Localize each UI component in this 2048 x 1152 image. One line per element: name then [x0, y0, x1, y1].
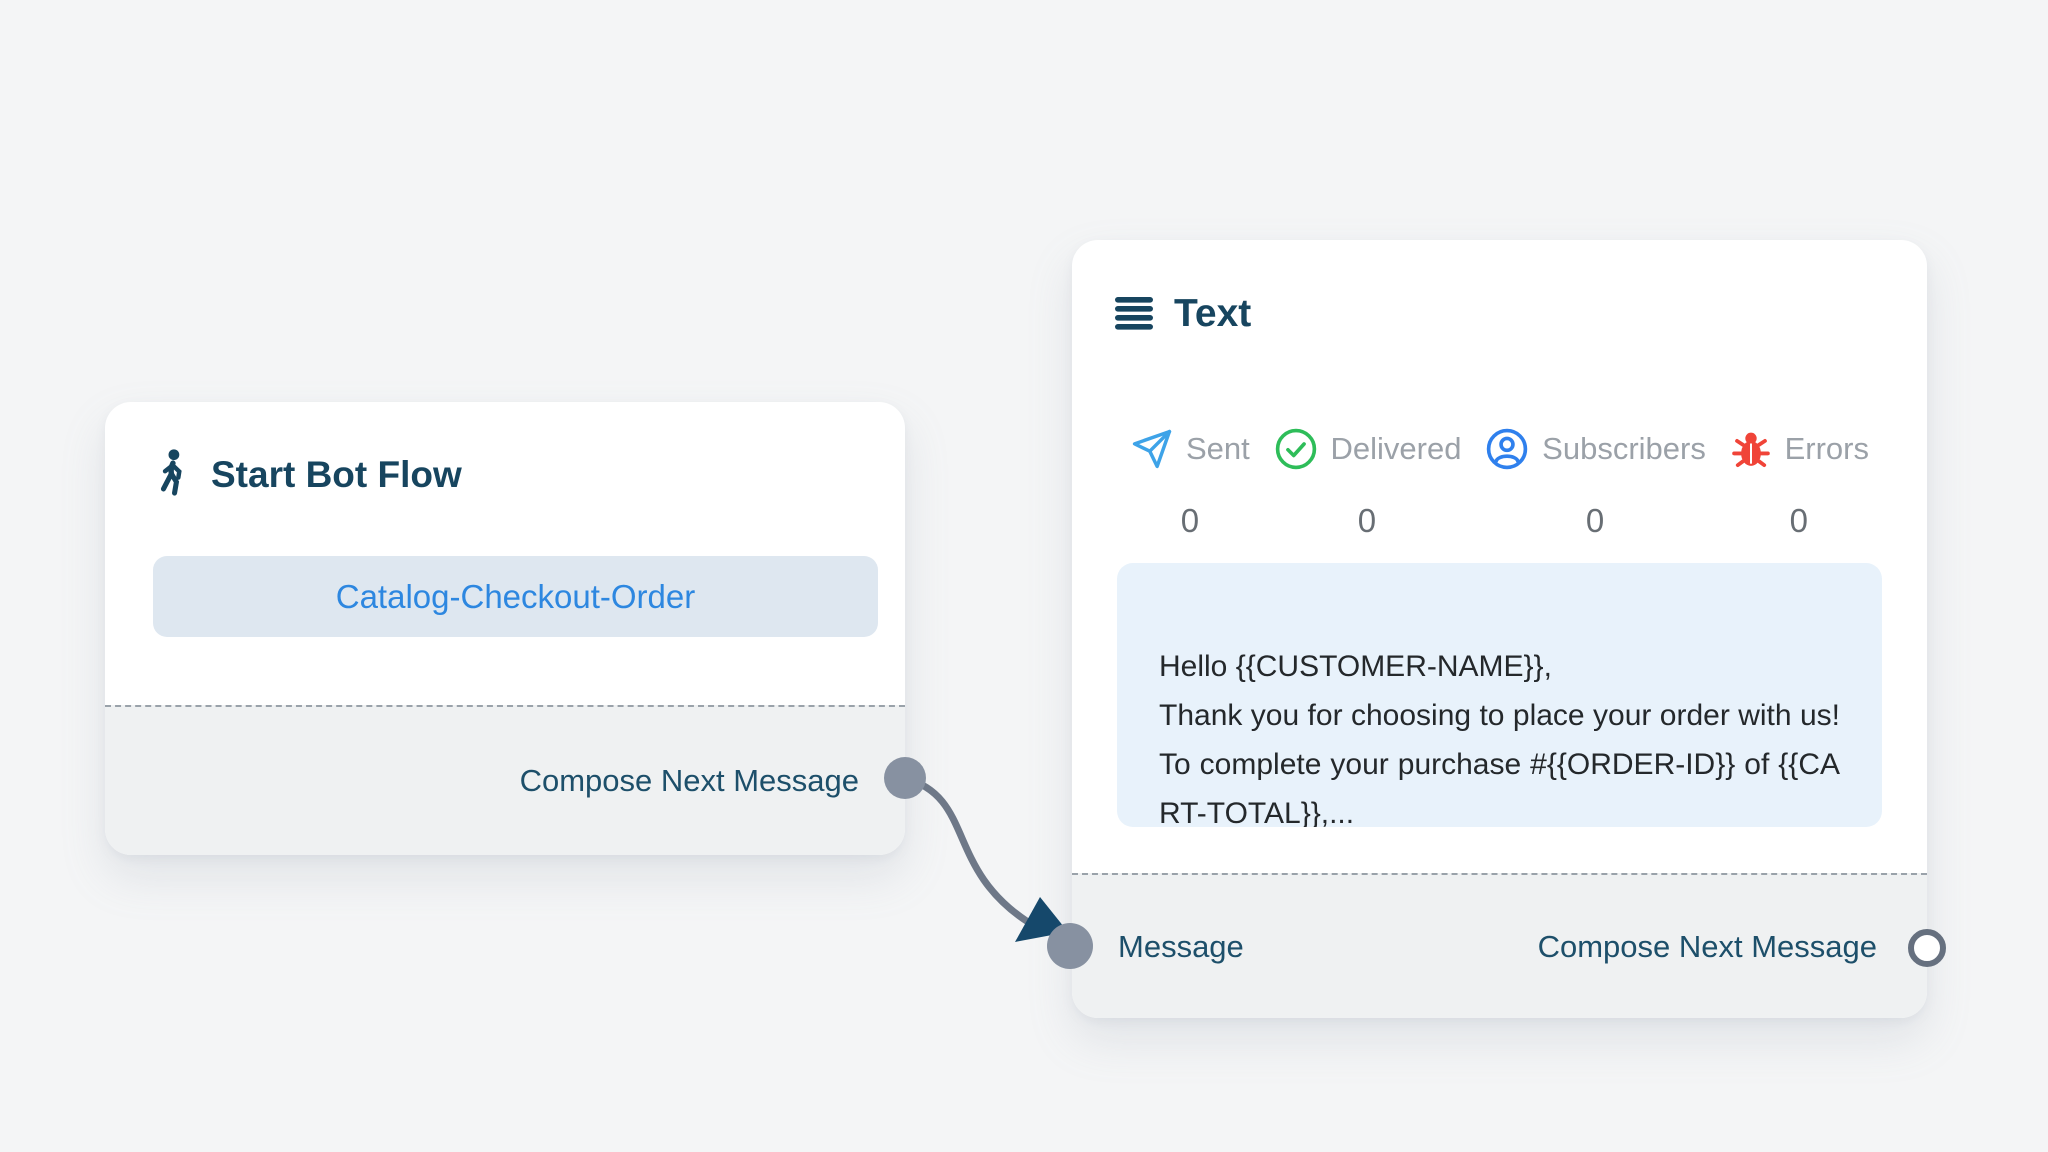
- text-node-header[interactable]: Text: [1114, 292, 1251, 336]
- stat-delivered: Delivered 0: [1273, 418, 1462, 540]
- stat-value-subscribers: 0: [1585, 502, 1605, 539]
- text-message-node[interactable]: Text Sent 0: [1072, 240, 1927, 1018]
- message-preview-bubble[interactable]: Hello {{CUSTOMER-NAME}}, Thank you for c…: [1117, 563, 1882, 827]
- start-node-output-port[interactable]: [884, 757, 926, 799]
- send-icon: [1130, 427, 1174, 471]
- stat-label-sent: Sent: [1186, 431, 1250, 466]
- start-bot-flow-node[interactable]: Start Bot Flow Catalog-Checkout-Order Co…: [105, 402, 905, 855]
- compose-next-message-label: Compose Next Message: [1537, 928, 1877, 964]
- stat-label-delivered: Delivered: [1330, 431, 1462, 466]
- stat-label-subscribers: Subscribers: [1542, 431, 1706, 466]
- stats-row: Sent 0 Delivered 0: [1130, 418, 1869, 540]
- start-node-header: Start Bot Flow: [153, 448, 462, 502]
- stat-value-delivered: 0: [1357, 502, 1377, 539]
- start-node-footer: Compose Next Message: [105, 705, 905, 855]
- compose-next-message-label: Compose Next Message: [519, 763, 859, 798]
- check-circle-icon: [1273, 426, 1319, 472]
- stat-subscribers: Subscribers 0: [1484, 418, 1706, 540]
- stat-sent: Sent 0: [1130, 418, 1250, 540]
- flow-name-pill[interactable]: Catalog-Checkout-Order: [153, 556, 878, 637]
- stat-value-sent: 0: [1180, 502, 1200, 539]
- person-walking-icon: [153, 448, 191, 502]
- connector-curve: [901, 774, 1032, 926]
- text-node-output-port[interactable]: [1908, 929, 1946, 967]
- message-port-label: Message: [1118, 928, 1244, 964]
- user-circle-icon: [1484, 426, 1530, 472]
- menu-lines-icon: [1114, 295, 1154, 333]
- flow-name-label: Catalog-Checkout-Order: [335, 577, 696, 615]
- stat-label-errors: Errors: [1784, 431, 1869, 466]
- bug-icon: [1729, 427, 1773, 471]
- text-node-input-port[interactable]: [1047, 923, 1093, 969]
- stat-value-errors: 0: [1789, 502, 1808, 539]
- start-node-title: Start Bot Flow: [211, 454, 462, 495]
- message-preview-text: Hello {{CUSTOMER-NAME}}, Thank you for c…: [1159, 650, 1840, 827]
- stat-errors: Errors 0: [1729, 418, 1869, 540]
- text-node-title: Text: [1174, 292, 1252, 335]
- text-node-footer: Message Compose Next Message: [1072, 873, 1927, 1018]
